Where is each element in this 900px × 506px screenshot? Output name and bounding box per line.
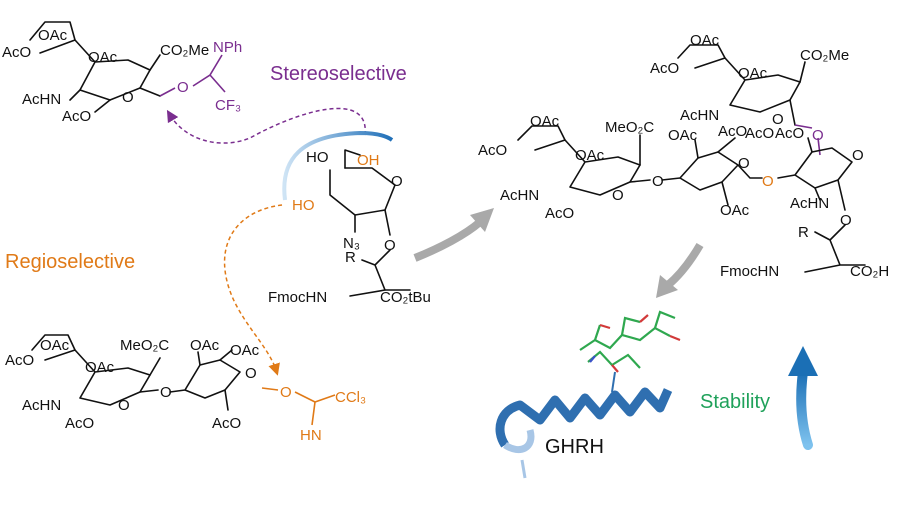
donor-top-aco1: AcO [2,44,31,61]
donor-top-structure [29,21,226,113]
product-o8: O [840,212,852,229]
product-aco6: AcO [775,125,804,142]
product-o7: O [852,147,864,164]
product-r: R [798,224,809,241]
donor-top-aco2: AcO [62,108,91,125]
donor-bottom-aco1: AcO [5,352,34,369]
donor-top-nph: NPh [213,39,242,56]
stability-up-arrow [788,346,818,450]
donor-bottom-meo2c: MeO₂C [120,337,169,354]
product-o1: O [772,111,784,128]
donor-bottom-aco2: AcO [65,415,94,432]
acceptor-oh: OH [357,152,380,169]
ghrh-protein-model [495,310,681,479]
product-oac5: OAc [668,127,698,144]
product-achn2: AcHN [500,187,539,204]
product-oac4: OAc [575,147,605,164]
donor-bottom-aco3: AcO [212,415,241,432]
acceptor-ho1: HO [306,149,329,166]
acceptor-o-ring: O [391,173,403,190]
regioselective-arrow [223,204,283,376]
product-achn3: AcHN [790,195,829,212]
product-aco3: AcO [478,142,507,159]
product-o3: O [652,173,664,190]
reaction-arrow-1-shaft [413,218,483,262]
donor-top-co2me: CO₂Me [160,42,209,59]
donor-bottom-oac3: OAc [190,337,220,354]
stereoselective-label: Stereoselective [270,63,407,85]
stereoselective-arrow [166,107,366,144]
product-aco1: AcO [650,60,679,77]
donor-bottom-o-gly: O [160,384,172,401]
reaction-arrow-2-head [656,275,678,298]
acceptor-fmochn: FmocHN [268,289,327,306]
product-aco2: AcO [718,123,747,140]
product-co2h: CO₂H [850,263,889,280]
donor-bottom-hn: HN [300,427,322,444]
donor-top-o-ring: O [122,89,134,106]
acceptor-co2tbu: CO₂tBu [380,289,431,306]
ghrh-label: GHRH [545,436,604,458]
product-oac3: OAc [530,113,560,130]
donor-bottom-achn: AcHN [22,397,61,414]
product-oac1: OAc [690,32,720,49]
regioselective-label: Regioselective [5,251,135,273]
donor-top-oac2: OAc [88,49,118,66]
donor-bottom-o-ring2: O [245,365,257,382]
acceptor-r: R [345,249,356,266]
donor-top-o-link: O [177,79,189,96]
product-oac6: OAc [720,202,750,219]
donor-top-cf3: CF₃ [215,97,241,114]
reaction-arrow-2-shaft [665,242,704,289]
product-achn1: AcHN [680,107,719,124]
product-co2me: CO₂Me [800,47,849,64]
product-o5: O [762,173,774,190]
product-structure [517,44,866,273]
donor-top-oac1: OAc [38,27,68,44]
donor-bottom-structure [31,334,336,426]
acceptor-ho2: HO [292,197,315,214]
donor-bottom-oac1: OAc [40,337,70,354]
selectivity-arc [282,130,394,201]
acceptor-o-link: O [384,237,396,254]
donor-top-achn: AcHN [22,91,61,108]
donor-bottom-o-ring1: O [118,397,130,414]
product-aco4: AcO [545,205,574,222]
donor-bottom-o-an: O [280,384,292,401]
donor-bottom-oac4: OAc [230,342,260,359]
product-oac2: OAc [738,65,768,82]
product-fmochn: FmocHN [720,263,779,280]
product-o6: O [812,127,824,144]
acceptor-n3: N₃ [343,235,360,252]
acceptor-structure [329,149,411,297]
stability-label: Stability [700,391,770,413]
donor-bottom-oac2: OAc [85,359,115,376]
product-o4: O [738,155,750,172]
reaction-arrow-1-head [470,208,494,232]
product-meo2c: MeO₂C [605,119,654,136]
product-aco5: AcO [745,125,774,142]
product-o2: O [612,187,624,204]
donor-bottom-ccl3: CCl₃ [335,389,366,406]
